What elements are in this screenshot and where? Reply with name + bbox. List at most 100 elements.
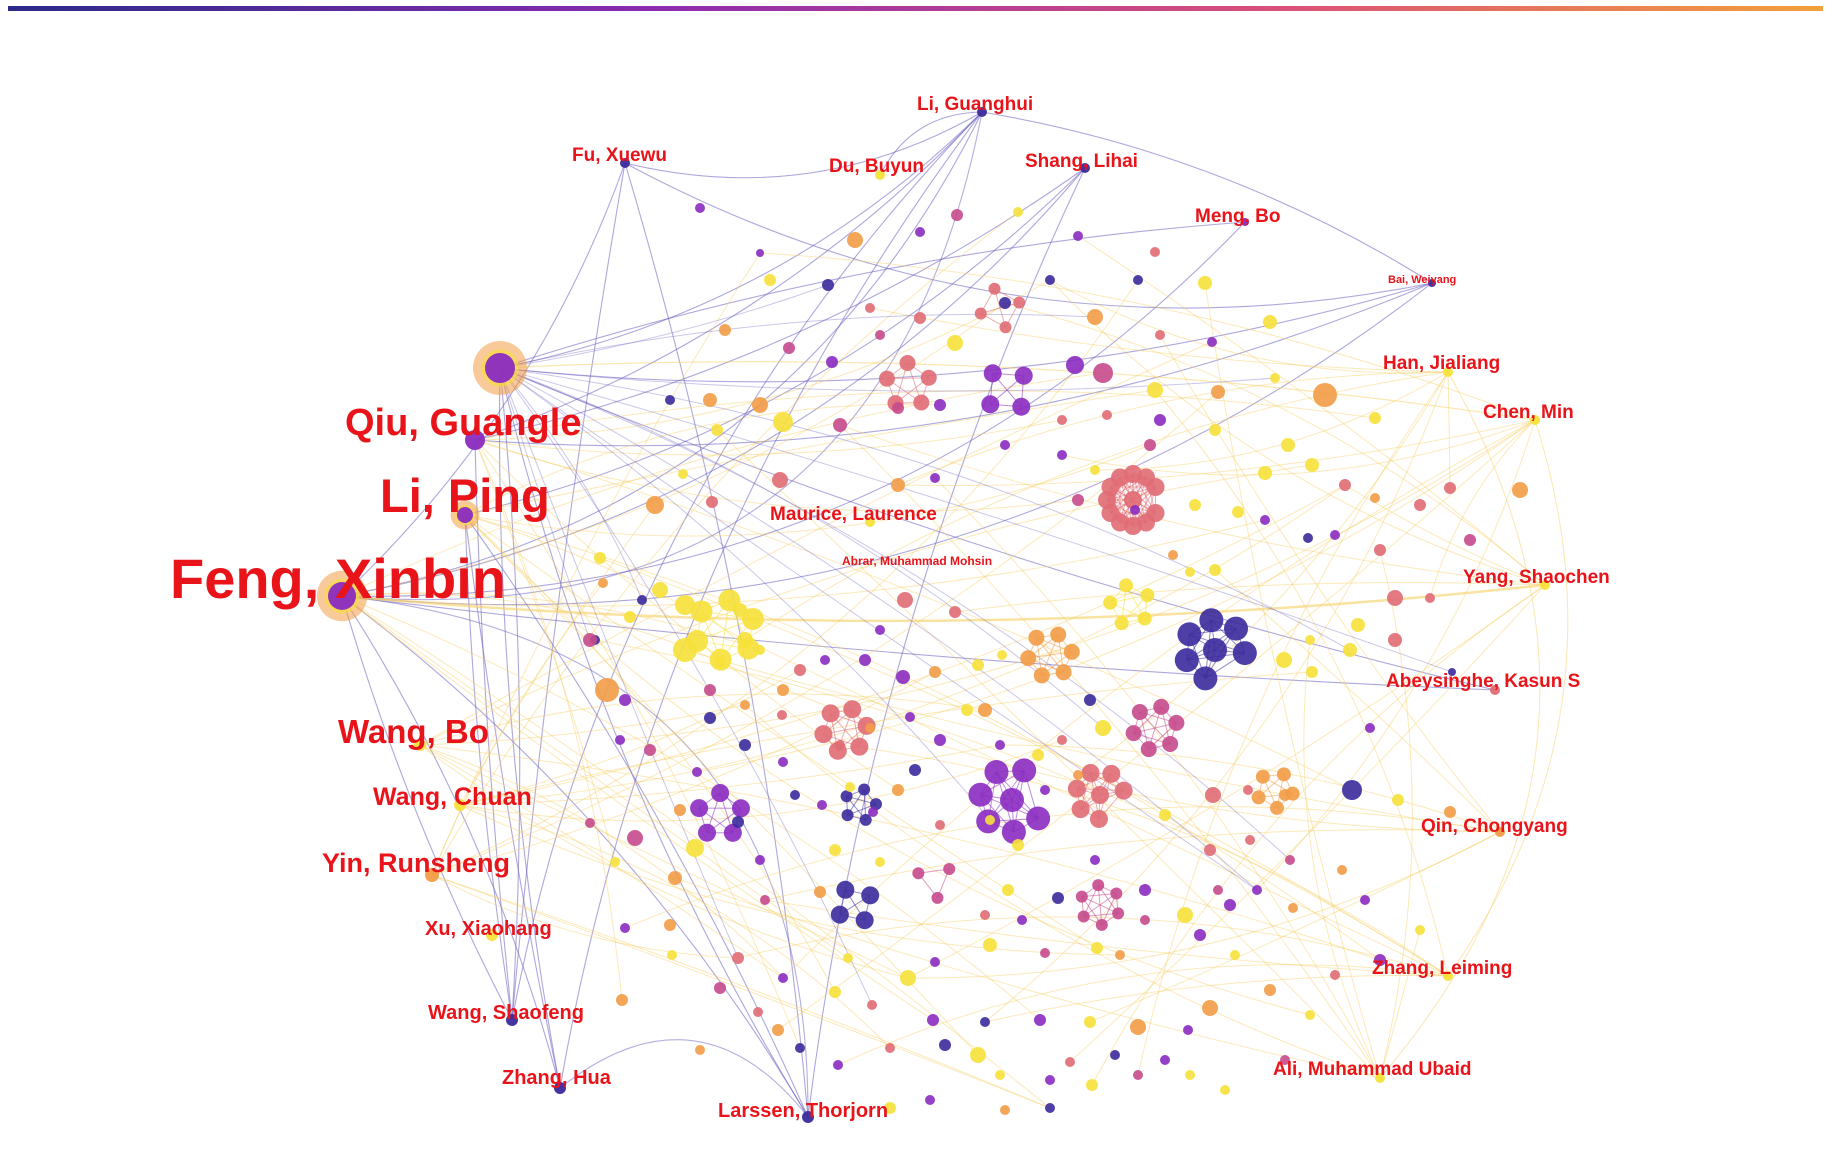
author-label-li-guanghui: Li, Guanghui (917, 94, 1033, 115)
author-node (783, 342, 795, 354)
author-node (1087, 309, 1103, 325)
author-node (1276, 652, 1292, 668)
cluster-node (1140, 588, 1155, 603)
edge-yellow-95 (764, 829, 1501, 901)
edge-purple-15 (474, 111, 983, 441)
edge-yellow-80 (1069, 584, 1546, 1063)
author-node (915, 227, 925, 237)
edge-purple-field-6 (499, 367, 1351, 651)
author-node (1034, 1014, 1046, 1026)
edge-yellow-11 (464, 514, 1311, 1016)
edge-purple-6 (341, 595, 513, 1021)
author-label-wang-bo: Wang, Bo (338, 713, 489, 750)
author-node (1392, 794, 1404, 806)
edge-yellow-107 (674, 877, 1381, 1079)
cluster-node (983, 364, 1002, 383)
author-node (732, 952, 744, 964)
cluster-node (814, 725, 833, 744)
author-node (764, 274, 776, 286)
hub-node-qin-chongyang (1495, 827, 1505, 837)
author-node (1073, 770, 1083, 780)
cluster-node (1013, 296, 1026, 309)
edge-yellow-62 (869, 307, 1449, 373)
author-node (1305, 1010, 1315, 1020)
edge-yellow-35 (419, 693, 986, 746)
author-node (1464, 534, 1476, 546)
author-node (598, 578, 608, 588)
edge-yellow-32 (419, 744, 909, 979)
cluster-node (843, 700, 862, 719)
author-label-wang-shaofeng: Wang, Shaofeng (428, 1002, 584, 1024)
author-node (980, 910, 990, 920)
author-node (930, 473, 940, 483)
author-node (1263, 315, 1277, 329)
hub-node-chen-min (1530, 415, 1540, 425)
author-node (1207, 337, 1217, 347)
author-node (711, 424, 723, 436)
author-node (875, 330, 885, 340)
hub-node-zhang-leiming (1443, 971, 1453, 981)
cluster-node (1012, 758, 1037, 783)
edge-yellow-73 (1344, 484, 1546, 586)
edge-yellow-102 (1379, 929, 1421, 1079)
author-node (1133, 1070, 1143, 1080)
author-label-wang-chuan: Wang, Chuan (373, 783, 532, 811)
author-node (668, 871, 682, 885)
author-label-qin-chongyang: Qin, Chongyang (1421, 816, 1568, 837)
edge-yellow-outer-3 (499, 360, 1536, 421)
cluster-node (968, 782, 993, 807)
author-label-maurice-laurence: Maurice, Laurence (770, 504, 937, 525)
cluster-node (1125, 725, 1142, 742)
edge-yellow-41 (459, 671, 1313, 806)
cluster-node (899, 355, 916, 372)
author-node (1183, 1025, 1193, 1035)
author-node (1086, 1079, 1098, 1091)
author-node (1281, 438, 1295, 452)
edge-purple-7 (499, 111, 983, 369)
cluster-node (1114, 616, 1129, 631)
author-node (1102, 410, 1112, 420)
author-node (1150, 247, 1160, 257)
cluster-node (1075, 890, 1088, 903)
edge-purple-2 (341, 282, 1433, 606)
edge-yellow-48 (431, 874, 739, 959)
author-node (695, 1045, 705, 1055)
author-node (1285, 855, 1295, 865)
edge-yellow-78 (907, 584, 1546, 979)
author-node (814, 886, 826, 898)
cluster-edge (980, 302, 1020, 314)
edge-purple-3 (341, 167, 1086, 597)
author-node (1288, 903, 1298, 913)
author-node (594, 552, 606, 564)
author-node (1365, 723, 1375, 733)
author-node (1185, 567, 1195, 577)
author-label-chen-min: Chen, Min (1483, 402, 1574, 423)
cluster-node (1168, 714, 1185, 731)
author-node (1000, 1105, 1010, 1115)
author-node (665, 395, 675, 405)
edge-yellow-66 (619, 419, 1536, 741)
author-node (619, 694, 631, 706)
cluster-node (1089, 809, 1108, 828)
author-node (675, 595, 695, 615)
author-node (972, 659, 984, 671)
cluster-node (1124, 491, 1142, 509)
author-node (1194, 929, 1206, 941)
author-node (822, 279, 834, 291)
author-node (929, 666, 941, 678)
cluster-node (913, 394, 930, 411)
edge-yellow-24 (474, 439, 616, 863)
edge-yellow-13 (464, 514, 1381, 961)
author-node (627, 830, 643, 846)
edge-yellow-72 (954, 581, 1546, 613)
edge-yellow-1 (341, 372, 1104, 597)
edge-yellow-97 (624, 806, 1501, 929)
edge-outer-arc-2 (341, 595, 809, 1118)
author-node (1084, 694, 1096, 706)
author-node (652, 582, 668, 598)
author-node (1337, 865, 1347, 875)
edge-yellow-54 (744, 371, 1449, 641)
author-node (833, 418, 847, 432)
cluster-node (859, 813, 872, 826)
